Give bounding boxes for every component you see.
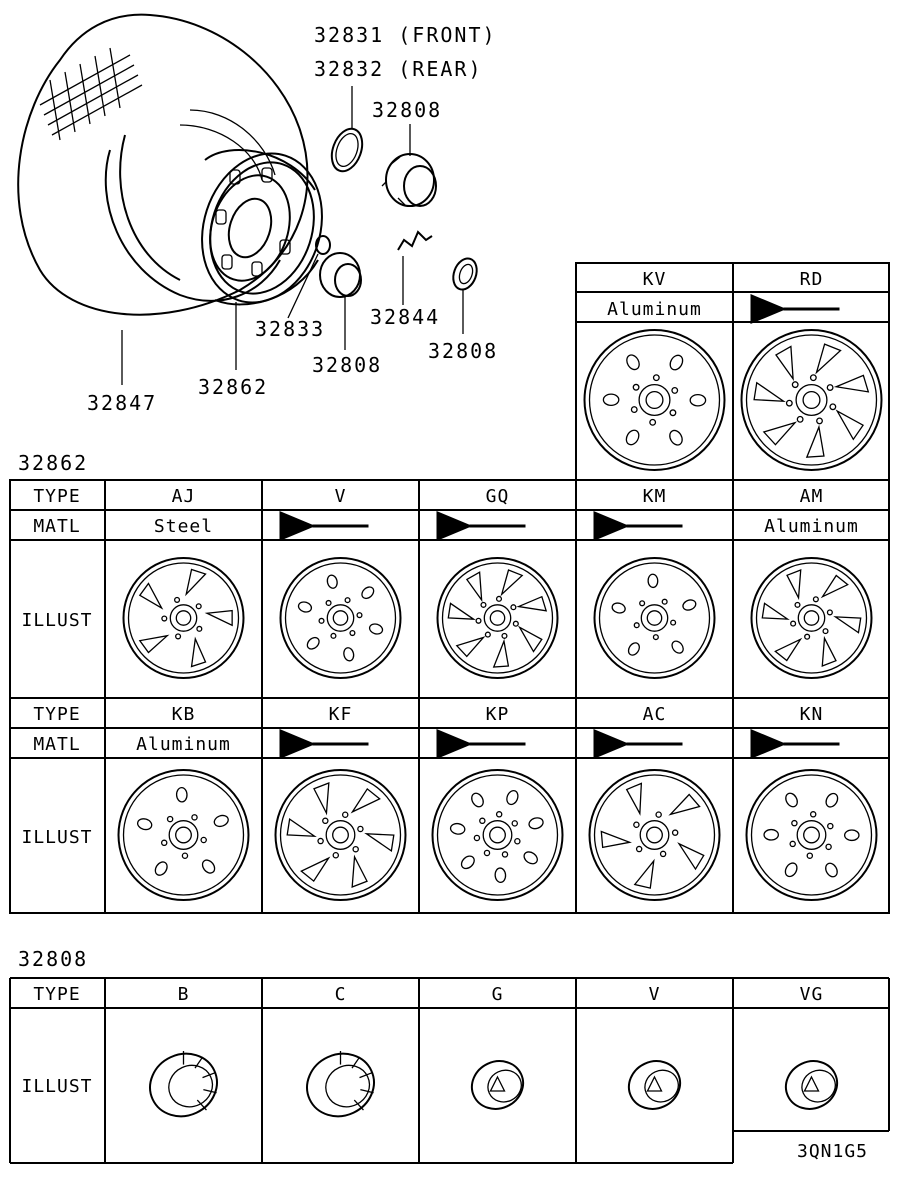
callout-front: 32831 (FRONT) bbox=[314, 23, 497, 47]
nut bbox=[315, 235, 331, 255]
wheel-extra-illust-1 bbox=[740, 329, 883, 471]
wheel-row2-illust-1 bbox=[274, 769, 407, 901]
wheel-row2-illust-0 bbox=[117, 769, 250, 901]
callout-cap-mid: 32808 bbox=[312, 353, 382, 377]
row-label-type-1: TYPE bbox=[33, 486, 80, 507]
wheel-row1-type-3: KM bbox=[643, 486, 667, 507]
wheel-row1-type-2: GQ bbox=[486, 486, 510, 507]
wheel-extra-type-0: KV bbox=[643, 269, 667, 290]
wheel-table bbox=[9, 479, 890, 914]
ornament-ring bbox=[330, 127, 364, 173]
callout-tire: 32847 bbox=[87, 391, 157, 415]
wheel-extra-illust-0 bbox=[583, 329, 726, 471]
cap-illust-2 bbox=[470, 1060, 525, 1110]
row-label-illust-1: ILLUST bbox=[21, 610, 92, 631]
row-label-type-2: TYPE bbox=[33, 704, 80, 725]
row-label-illust-2: ILLUST bbox=[21, 827, 92, 848]
cap-type-1: C bbox=[335, 984, 347, 1005]
hub-cap-mid bbox=[319, 252, 362, 298]
row-label-illust-caps: ILLUST bbox=[21, 1076, 92, 1097]
hub-cap-top bbox=[381, 153, 437, 207]
wheel-row2-matl-0: Aluminum bbox=[136, 734, 231, 755]
emblem bbox=[452, 257, 478, 291]
leader-lines bbox=[121, 86, 464, 385]
wheel-extra-type-1: RD bbox=[800, 269, 824, 290]
cap-type-3: V bbox=[649, 984, 661, 1005]
wheel-row1-illust-4 bbox=[750, 557, 873, 679]
tire-illustration bbox=[17, 13, 309, 316]
row-label-matl-1: MATL bbox=[33, 516, 80, 537]
wheel-row1-matl-4: Aluminum bbox=[764, 516, 859, 537]
wheel-row2-type-0: KB bbox=[172, 704, 196, 725]
clip bbox=[397, 230, 433, 251]
wheel-row1-matl-0: Steel bbox=[154, 516, 213, 537]
wheel-row2-illust-3 bbox=[588, 769, 721, 901]
wheel-extra-matl-0: Aluminum bbox=[607, 299, 702, 320]
wheel-illustration bbox=[201, 149, 323, 306]
cap-type-2: G bbox=[492, 984, 504, 1005]
wheel-row1-type-1: V bbox=[335, 486, 347, 507]
exploded-view: 32831 (FRONT) 32832 (REAR) 32808 32833 3… bbox=[17, 13, 498, 415]
wheel-row2-illust-2 bbox=[431, 769, 564, 901]
wheel-row2-type-1: KF bbox=[329, 704, 353, 725]
section-wheel-number: 32862 bbox=[18, 451, 88, 475]
callout-wheel: 32862 bbox=[198, 375, 268, 399]
wheel-row1-illust-0 bbox=[122, 557, 245, 679]
wheel-extra-table bbox=[575, 262, 890, 481]
wheel-row1-illust-3 bbox=[593, 557, 716, 679]
wheel-row1-type-0: AJ bbox=[172, 486, 196, 507]
cap-illust-1 bbox=[306, 1051, 375, 1118]
callout-clip: 32844 bbox=[370, 305, 440, 329]
wheel-row2-type-3: AC bbox=[643, 704, 667, 725]
wheel-row1-illust-1 bbox=[279, 557, 402, 679]
wheel-row2-type-4: KN bbox=[800, 704, 824, 725]
callout-nut: 32833 bbox=[255, 317, 325, 341]
cap-type-0: B bbox=[178, 984, 190, 1005]
wheel-row2-illust-4 bbox=[745, 769, 878, 901]
wheel-row1-type-4: AM bbox=[800, 486, 824, 507]
callout-rear: 32832 (REAR) bbox=[314, 57, 483, 81]
cap-type-4: VG bbox=[800, 984, 824, 1005]
row-label-matl-2: MATL bbox=[33, 734, 80, 755]
callout-emblem: 32808 bbox=[428, 339, 498, 363]
wheel-row1-illust-2 bbox=[436, 557, 559, 679]
callout-cap-top: 32808 bbox=[372, 98, 442, 122]
diagram-code: 3QN1G5 bbox=[797, 1141, 868, 1162]
cap-illust-0 bbox=[149, 1051, 218, 1118]
cap-illust-3 bbox=[627, 1060, 682, 1110]
cap-illust-4 bbox=[784, 1060, 839, 1110]
cap-table bbox=[9, 977, 890, 1164]
wheel-row2-type-2: KP bbox=[486, 704, 510, 725]
section-cap-number: 32808 bbox=[18, 947, 88, 971]
row-label-type-caps: TYPE bbox=[33, 984, 80, 1005]
